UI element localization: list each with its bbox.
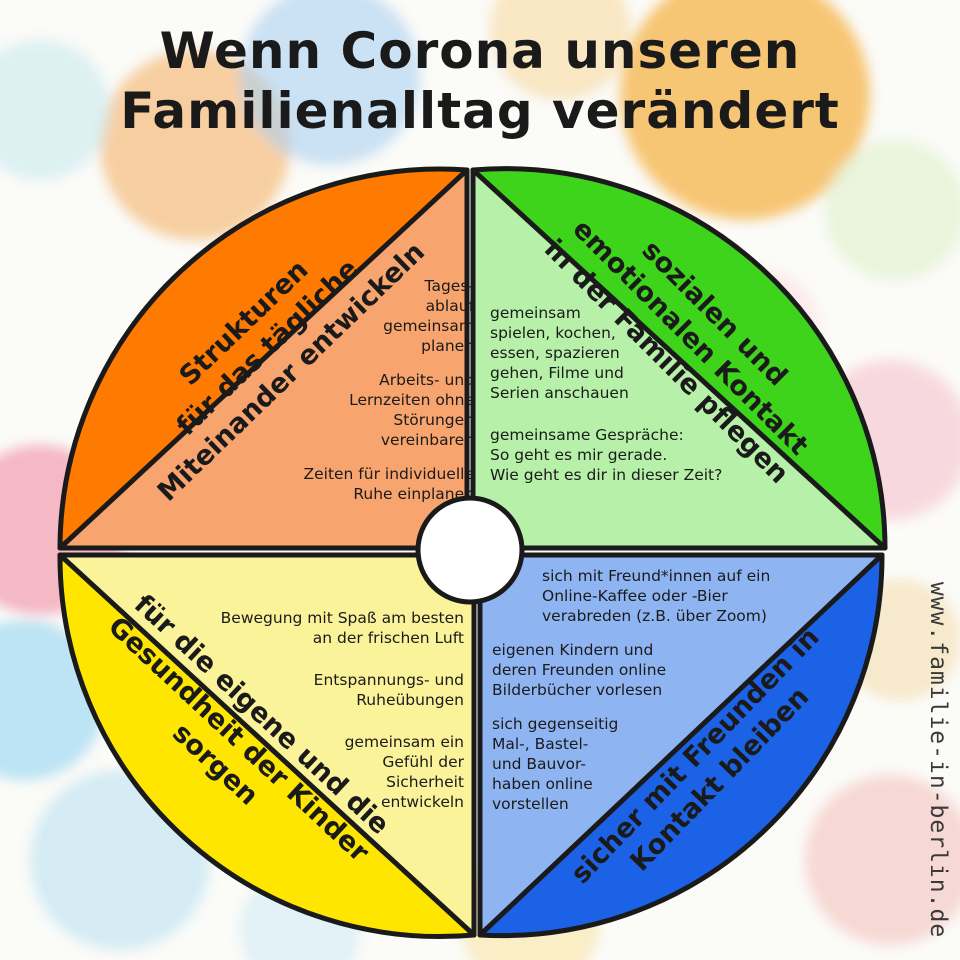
quadrant-tl-inner [57,167,470,551]
item-tl-2: Arbeits- und Lernzeiten ohne Störungen v… [349,371,474,449]
text-top-left: Tages- ablauf gemeinsam planen Arbeits- … [184,276,474,504]
quadrant-tr-inner [470,167,888,551]
item-br-3: sich gegenseitig Mal-, Bastel- und Bauvo… [492,715,619,813]
website-url: www.familie-in-berlin.de [925,581,951,939]
center-hub [415,495,525,605]
item-tl-1: Tages- ablauf gemeinsam planen [383,277,474,355]
text-bottom-right: sich mit Freund*innen auf ein Online-Kaf… [492,566,832,814]
text-top-right: gemeinsam spielen, kochen, essen, spazie… [490,303,810,485]
item-tr-1: gemeinsam spielen, kochen, essen, spazie… [490,304,629,402]
item-tr-2: gemeinsame Gespräche: So geht es mir ger… [490,426,723,484]
text-bottom-left: Bewegung mit Spaß am besten an der frisc… [164,608,464,812]
item-br-2: eigenen Kindern und deren Freunden onlin… [492,641,667,699]
item-bl-2: Entspannungs- und Ruheübungen [313,671,464,709]
item-bl-1: Bewegung mit Spaß am besten an der frisc… [220,609,464,647]
item-bl-3: gemeinsam ein Gefühl der Sicherheit entw… [344,733,464,811]
quadrant-bl-inner [57,552,477,938]
title-line-1: Wenn Corona unseren [159,22,801,80]
quadrant-br-inner [477,552,885,938]
item-br-1: sich mit Freund*innen auf ein Online-Kaf… [542,567,771,625]
title-line-2: Familienalltag verändert [120,82,840,140]
item-tl-3: Zeiten für individuelle Ruhe einplanen [303,465,474,503]
